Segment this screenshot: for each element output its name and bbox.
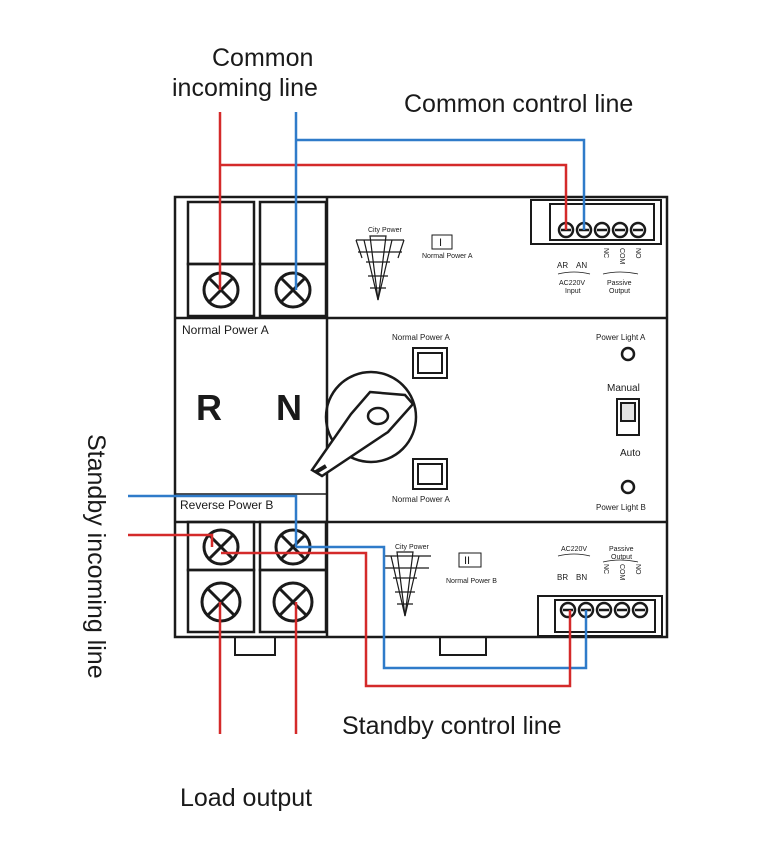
terminal-block-n-bottom [258, 568, 328, 634]
city-power-b: City Power [395, 544, 430, 551]
ar-label: AR [557, 261, 568, 270]
strip-b-screws [559, 601, 649, 619]
standby-control-red [221, 551, 572, 688]
terminal-strip-b [537, 595, 663, 637]
standby-incoming-red [128, 533, 214, 547]
strip-a-screws [557, 221, 647, 239]
br-label: BR [557, 573, 568, 582]
standby-incoming-blue [128, 494, 298, 547]
module-normal-power-a: Normal Power A [422, 253, 473, 260]
terminal-housing-n-top [258, 200, 328, 266]
roman-a: I [439, 237, 442, 249]
common-control-line-label: Common control line [404, 90, 633, 118]
top-pushbutton[interactable] [412, 347, 448, 379]
control-panel: Normal Power A Normal Power A Power Ligh… [310, 333, 646, 512]
input-label-a: Input [565, 288, 581, 295]
passive-label-b: Passive [609, 546, 634, 553]
device-body [173, 195, 669, 656]
module-normal-power-b: Normal Power B [446, 578, 497, 585]
mount-foot-center [439, 636, 487, 656]
standby-control-blue [296, 545, 588, 670]
common-incoming-line-label-2: incoming line [172, 74, 318, 102]
bottom-switch-label: Normal Power A [392, 495, 450, 504]
common-control-blue [296, 138, 586, 230]
manual-auto-toggle[interactable] [616, 398, 640, 436]
no-label-a: NO [634, 248, 641, 259]
power-light-a-label: Power Light A [596, 333, 646, 342]
power-light-b-label: Power Light B [596, 503, 646, 512]
passive-label-a: Passive [607, 280, 632, 287]
standby-control-line-label: Standby control line [342, 712, 562, 740]
screw-n-top[interactable] [274, 271, 312, 309]
terminal-strip-a [530, 199, 662, 245]
load-output-label: Load output [180, 784, 312, 812]
output-label-a: Output [609, 288, 630, 295]
terminal-strip-a-inner [549, 203, 655, 241]
com-label-b: COM [618, 564, 625, 581]
bn-label: BN [576, 573, 587, 582]
bottom-module: City Power II Normal Power B AC220V BR B… [383, 544, 663, 637]
terminal-strip-b-inner [554, 599, 656, 633]
screw-n-bottom[interactable] [272, 581, 314, 623]
power-light-b-indicator [620, 479, 636, 495]
ac220v-input-a: AC220V [559, 280, 585, 287]
nc-label-a: NC [602, 248, 609, 258]
com-label-a: COM [618, 248, 625, 265]
no-label-b: NO [634, 564, 641, 575]
reverse-power-b-label: Reverse Power B [180, 498, 273, 512]
roman-b: II [464, 555, 470, 567]
n-label: N [276, 387, 302, 428]
wires [128, 112, 588, 734]
bottom-pushbutton[interactable] [412, 458, 448, 490]
mount-foot-left [234, 636, 276, 656]
roman-box-a [431, 234, 453, 250]
manual-label: Manual [607, 383, 640, 394]
terminal-block-n-top [258, 262, 328, 318]
r-label: R [196, 387, 222, 428]
pylon-icon-b [383, 551, 431, 617]
screw-n-mid[interactable] [274, 528, 312, 566]
output-label-b: Output [611, 554, 632, 561]
top-module: City Power I Normal Power A AR AN NC COM… [355, 199, 662, 301]
nc-label-b: NC [602, 564, 609, 574]
common-incoming-line-label-1: Common [212, 44, 313, 72]
pylon-icon [355, 235, 405, 301]
power-light-a-indicator [620, 346, 636, 362]
an-label: AN [576, 261, 587, 270]
city-power-a: City Power [368, 227, 403, 234]
standby-incoming-line-label: Standby incoming line [82, 434, 110, 679]
normal-power-a-label: Normal Power A [182, 323, 269, 337]
rotary-switch[interactable] [310, 370, 418, 478]
auto-label: Auto [620, 448, 641, 459]
top-switch-label: Normal Power A [392, 333, 450, 342]
roman-box-b [458, 552, 482, 568]
common-control-red [220, 163, 568, 230]
ac220v-label-b: AC220V [561, 546, 587, 553]
